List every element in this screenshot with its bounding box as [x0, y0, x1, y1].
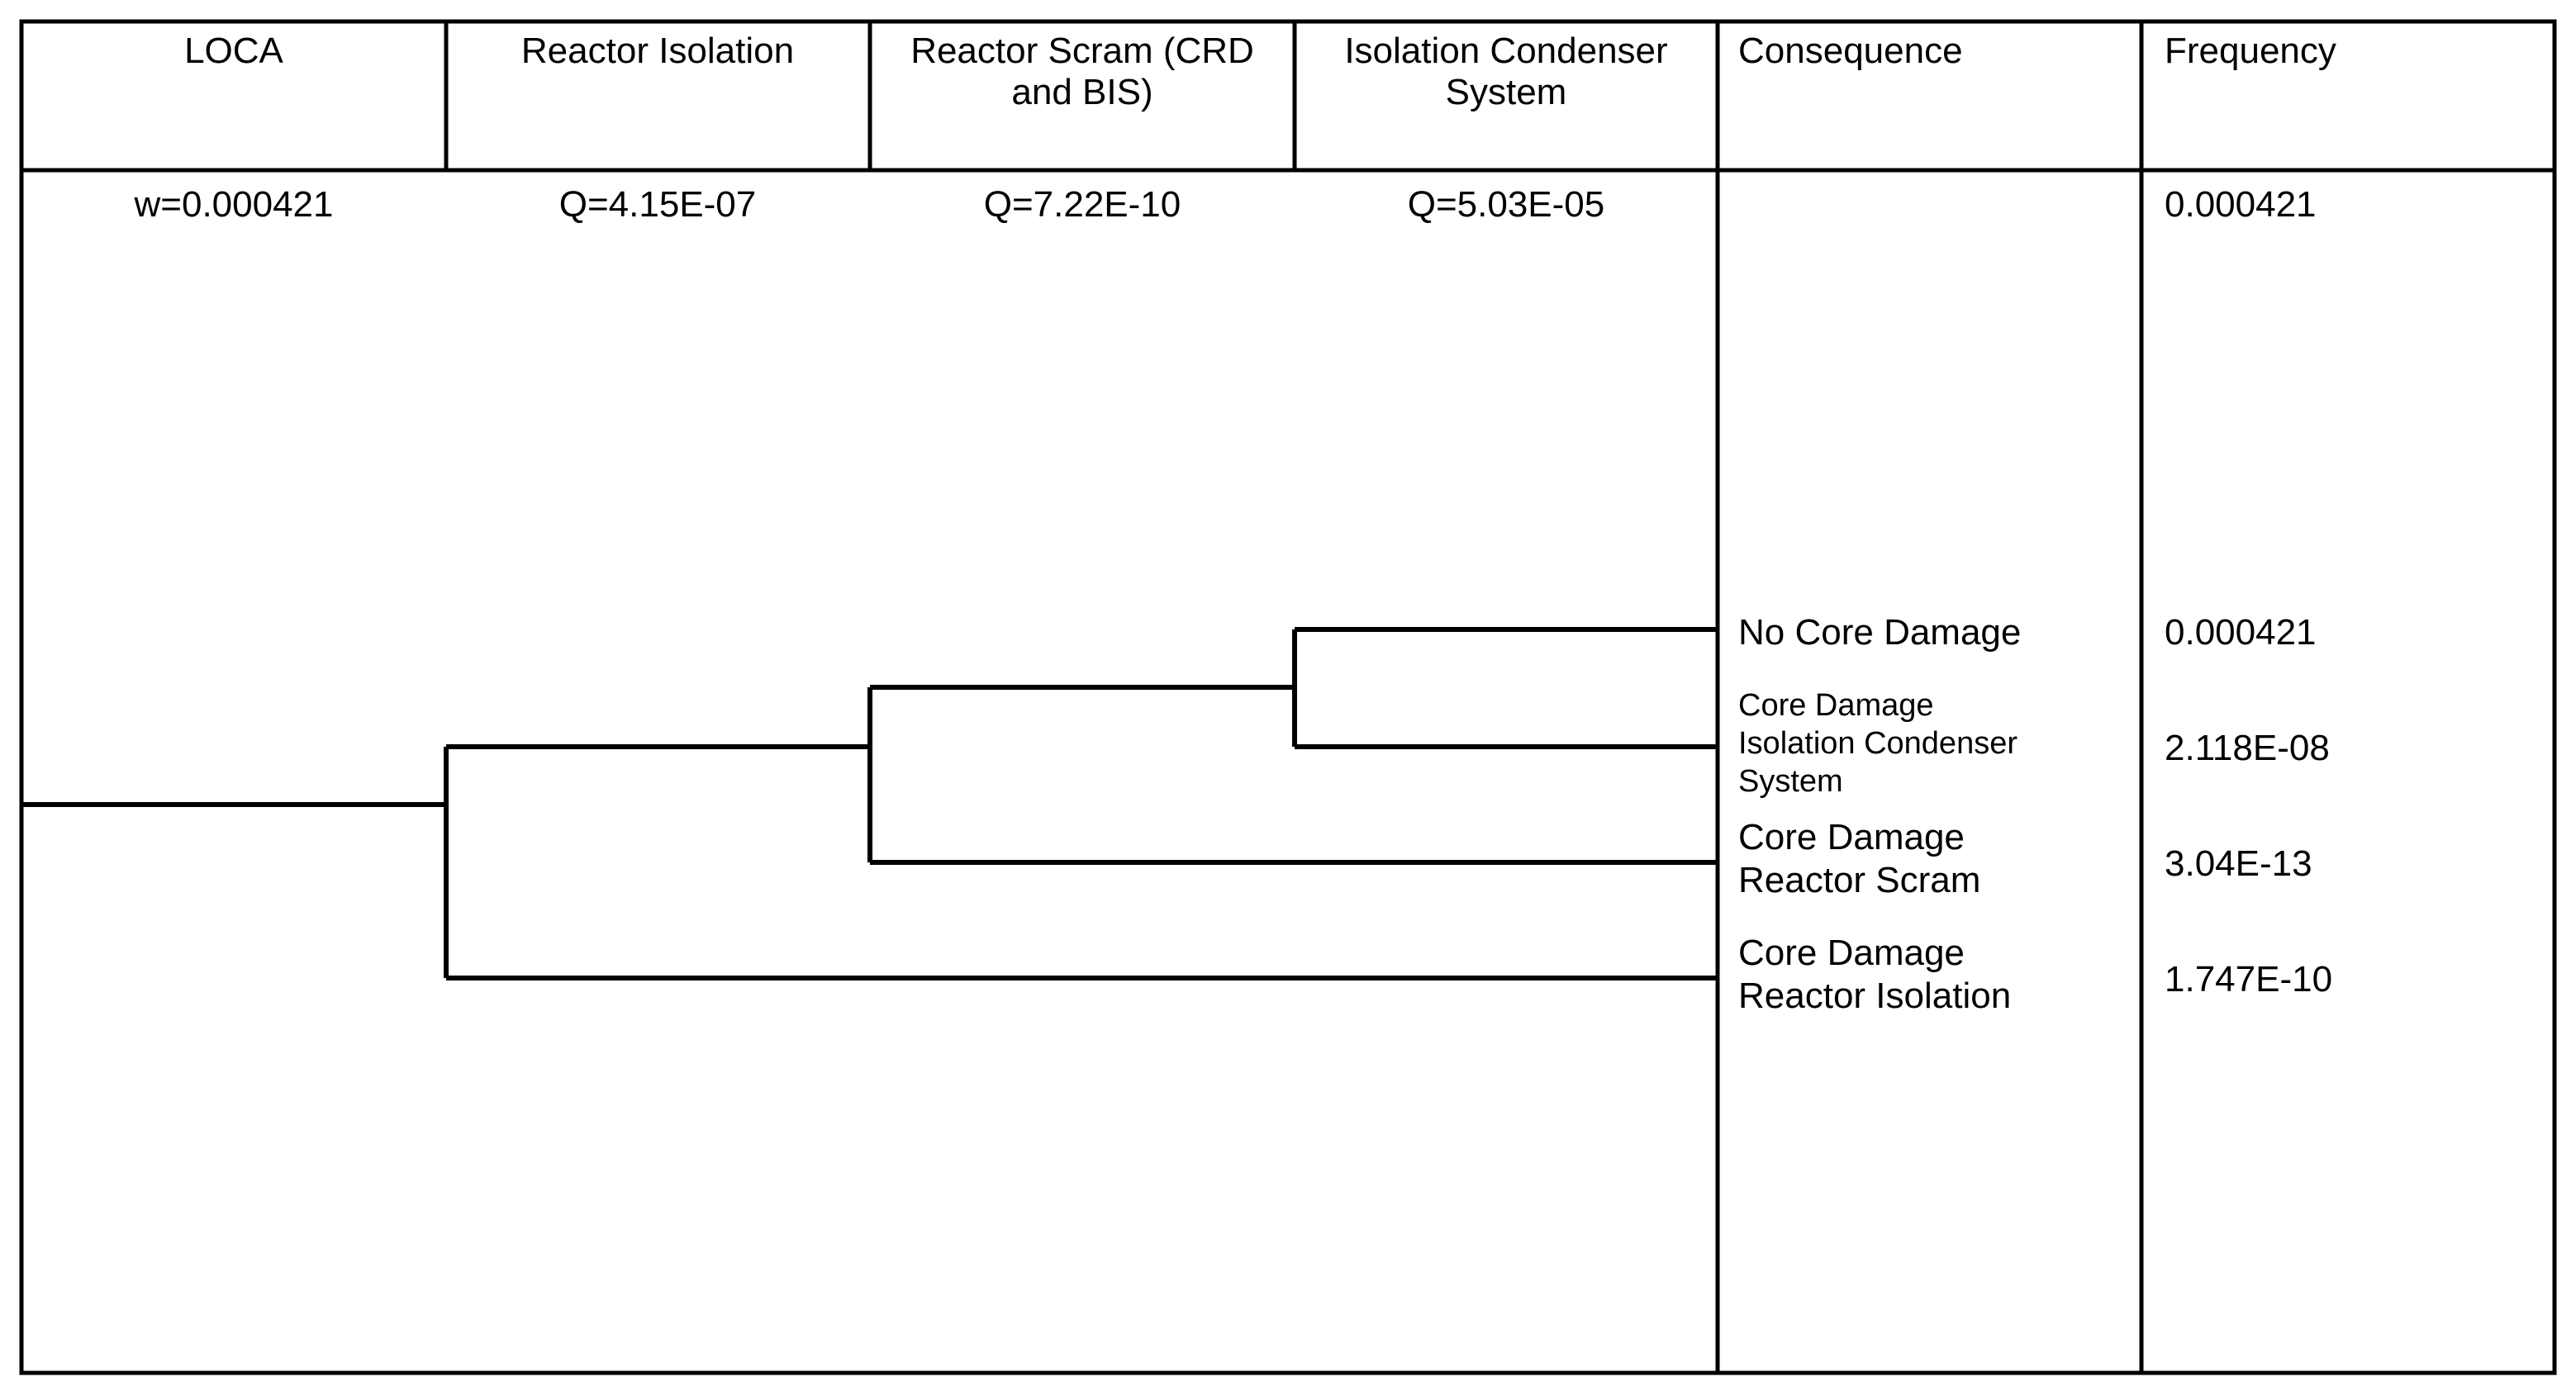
value-isolation-condenser: Q=5.03E-05 — [1408, 184, 1605, 225]
outer-border — [19, 19, 2557, 1375]
value-loca: w=0.000421 — [134, 184, 334, 225]
consequence-2-line3: System — [1738, 764, 1843, 799]
header-frequency: Frequency — [2165, 31, 2336, 71]
consequence-3-line2: Reactor Scram — [1738, 860, 1980, 900]
header-reactor-scram-line1: Reactor Scram (CRD — [910, 31, 1254, 71]
frequency-column: 0.000421 2.118E-08 3.04E-13 1.747E-10 — [2165, 612, 2332, 1000]
consequence-2-line1: Core Damage — [1738, 688, 1934, 723]
frequency-1: 0.000421 — [2165, 612, 2317, 653]
consequence-3-line1: Core Damage — [1738, 817, 1965, 857]
header-loca: LOCA — [184, 31, 283, 71]
consequence-2-line2: Isolation Condenser — [1738, 726, 2018, 761]
consequence-1-line1: No Core Damage — [1738, 612, 2021, 653]
frequency-initiator: 0.000421 — [2165, 184, 2317, 225]
frequency-2: 2.118E-08 — [2165, 728, 2330, 768]
header-consequence: Consequence — [1738, 31, 1963, 71]
column-headers: LOCA Reactor Isolation Reactor Scram (CR… — [184, 31, 2336, 112]
frequency-3: 3.04E-13 — [2165, 843, 2312, 884]
header-reactor-isolation: Reactor Isolation — [521, 31, 794, 71]
branch-values: w=0.000421 Q=4.15E-07 Q=7.22E-10 Q=5.03E… — [134, 184, 1605, 225]
table-frame — [19, 19, 2557, 1375]
header-isolation-condenser-line1: Isolation Condenser — [1344, 31, 1667, 71]
event-tree-branches — [21, 627, 1718, 981]
consequence-column: No Core Damage Core Damage Isolation Con… — [1738, 612, 2021, 1016]
frequency-4: 1.747E-10 — [2165, 959, 2332, 1000]
consequence-4-line2: Reactor Isolation — [1738, 976, 2011, 1016]
initiator-frequency: 0.000421 — [2165, 184, 2317, 225]
value-reactor-scram: Q=7.22E-10 — [984, 184, 1181, 225]
value-reactor-isolation: Q=4.15E-07 — [559, 184, 757, 225]
header-isolation-condenser-line2: System — [1446, 72, 1567, 112]
header-reactor-scram-line2: and BIS) — [1011, 72, 1153, 112]
consequence-4-line1: Core Damage — [1738, 933, 1965, 973]
